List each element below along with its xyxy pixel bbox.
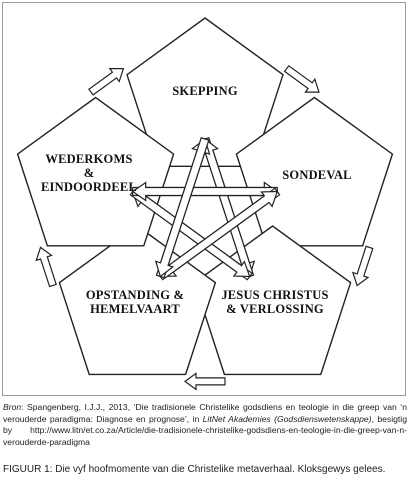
- star-arrow-5-back: [154, 137, 210, 278]
- star-arrow-2-back: [129, 187, 251, 278]
- node-sondeval-pentagon: [235, 96, 394, 247]
- node-wederkoms-label-line-2: &: [84, 166, 95, 180]
- node-sondeval-label-line-1: SONDEVAL: [282, 168, 351, 182]
- node-opstanding-label-line-1: OPSTANDING &: [86, 288, 184, 302]
- ring-arrow-4: [35, 246, 57, 288]
- node-opstanding-label-line-2: HEMELVAART: [90, 302, 180, 316]
- ring-arrow-3: [183, 372, 226, 391]
- star-arrow-3-back: [131, 181, 278, 202]
- source-text-part2: , besigtig by http://www.litn/et.co.za/A…: [3, 413, 407, 447]
- figure-caption-label: FIGUUR 1:: [3, 464, 53, 475]
- figure-caption: FIGUUR 1: Die vyf hoofmomente van die Ch…: [3, 463, 407, 476]
- source-bron-label: Bron: [3, 402, 22, 412]
- source-citation: Bron: Spangenberg, I.J.J., 2013, ‘Die tr…: [3, 402, 407, 448]
- metanarrative-diagram: SKEPPING SONDEVAL JESUS CHRISTUS& VERLOSSI…: [16, 17, 394, 391]
- node-skepping-label-line-1: SKEPPING: [172, 84, 238, 98]
- star-arrow-4-back: [157, 190, 279, 281]
- node-wederkoms-label-line-3: EINDOORDEEL: [41, 180, 137, 194]
- ring-arrow-1: [283, 64, 320, 93]
- node-jesus-label-line-1: JESUS CHRISTUS: [221, 288, 328, 302]
- source-text-part1: : Spangenberg, I.J.J., 2013, ‘Die tradis…: [3, 402, 407, 424]
- figure-frame: SKEPPING SONDEVAL JESUS CHRISTUS& VERLOSSI…: [2, 2, 406, 396]
- node-wederkoms-label-line-1: WEDERKOMS: [45, 152, 132, 166]
- figure-caption-text: Die vyf hoofmomente van die Christelike …: [52, 464, 386, 475]
- ring-arrow-2: [351, 245, 374, 287]
- node-jesus-label-line-2: & VERLOSSING: [226, 302, 324, 316]
- node-wederkoms-pentagon: [16, 96, 175, 247]
- node-skepping-pentagon: [126, 17, 284, 168]
- ring-arrow-5: [88, 67, 125, 96]
- source-journal: LitNet Akademies (Godsdienswetenskappe): [202, 413, 372, 424]
